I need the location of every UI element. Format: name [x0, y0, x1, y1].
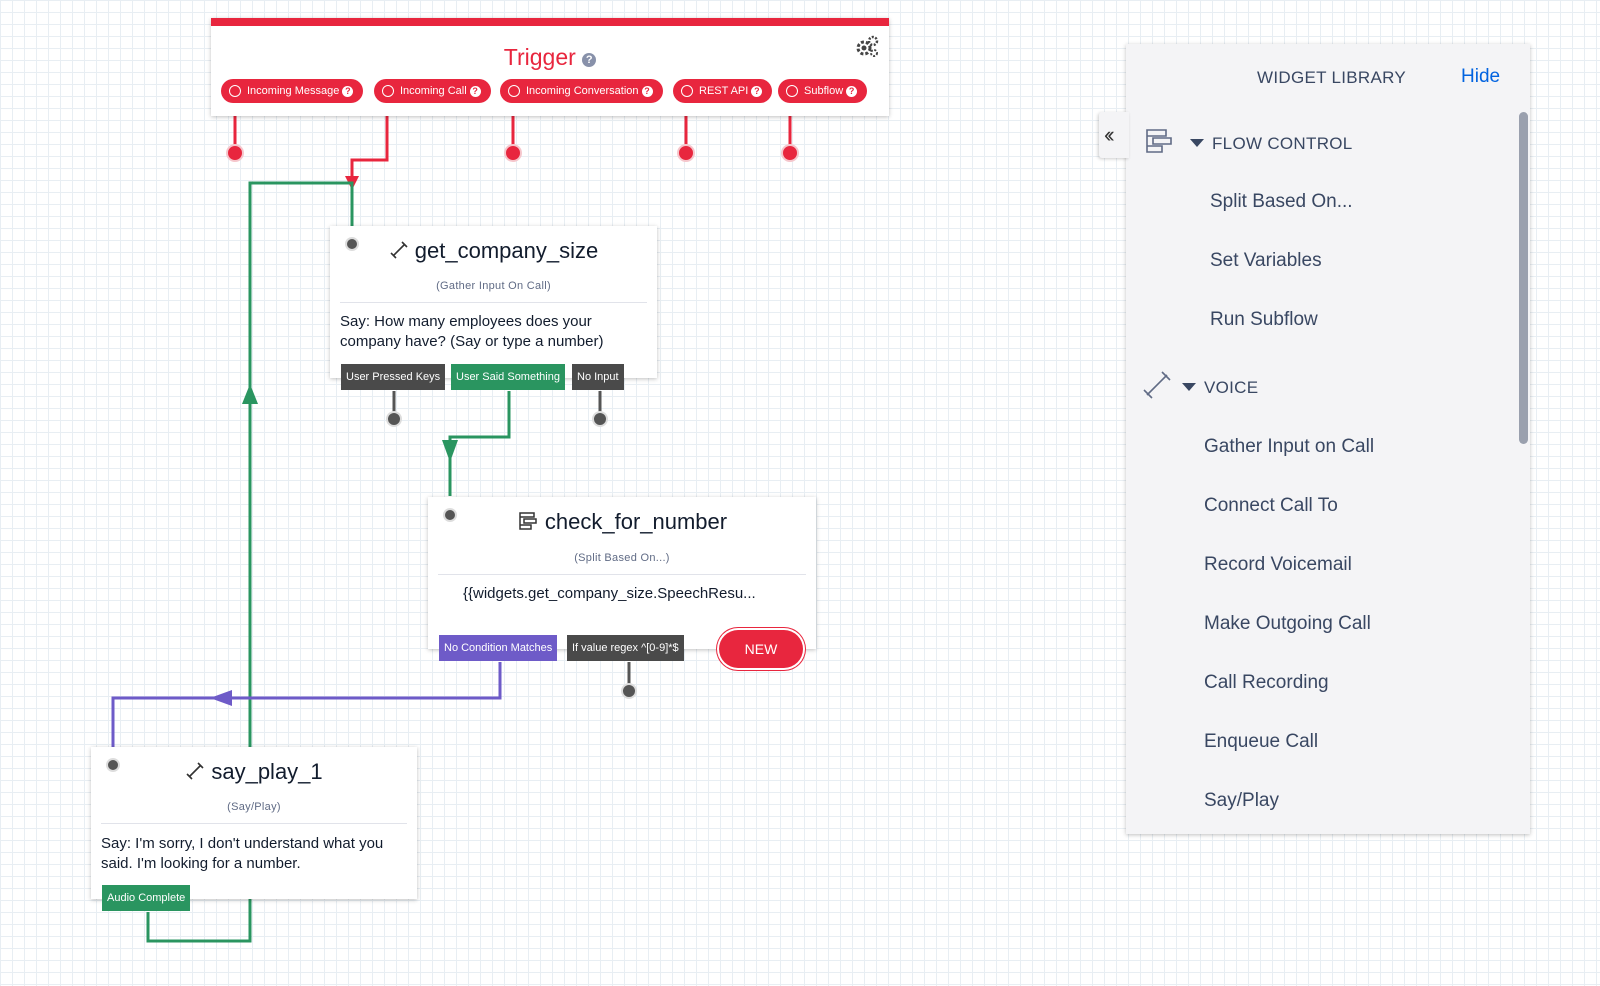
help-icon: ?	[846, 86, 858, 97]
port-no-condition-matches[interactable]: No Condition Matches	[439, 635, 558, 661]
widget-get-company-size[interactable]: get_company_size (Gather Input On Call) …	[330, 226, 657, 378]
output-regex-match[interactable]	[621, 683, 637, 699]
port-user-pressed-keys[interactable]: User Pressed Keys	[341, 364, 446, 390]
help-icon: ?	[342, 86, 354, 97]
radio-icon	[382, 85, 394, 97]
port-no-input[interactable]: No Input	[572, 364, 624, 390]
library-item-gather-input[interactable]: Gather Input on Call	[1204, 436, 1375, 457]
category-label: FLOW CONTROL	[1190, 134, 1353, 154]
radio-icon	[681, 85, 693, 97]
caret-down-icon	[1182, 383, 1196, 391]
input-connector[interactable]	[345, 237, 359, 251]
gear-icon[interactable]	[854, 34, 880, 65]
caret-down-icon	[1190, 139, 1204, 147]
widget-library-panel: WIDGET LIBRARY Hide FLOW CONTROL Split B…	[1126, 44, 1530, 834]
divider	[340, 302, 647, 303]
library-item-run-subflow[interactable]: Run Subflow	[1210, 309, 1318, 330]
collapse-library-button[interactable]: ‹‹	[1099, 112, 1129, 158]
split-icon	[519, 512, 537, 530]
widget-type: (Say/Play)	[227, 801, 281, 813]
widget-library-title: WIDGET LIBRARY	[1257, 68, 1407, 87]
widget-title: get_company_size	[330, 238, 657, 264]
wire-user-said-something	[448, 391, 511, 496]
widget-title: say_play_1	[91, 759, 417, 785]
split-icon	[1146, 129, 1172, 153]
library-item-record-voicemail[interactable]: Record Voicemail	[1204, 554, 1352, 575]
help-icon: ?	[751, 86, 763, 97]
widget-type: (Gather Input On Call)	[436, 280, 551, 292]
phone-icon	[186, 762, 204, 780]
library-item-make-outgoing-call[interactable]: Make Outgoing Call	[1204, 613, 1371, 634]
help-icon: ?	[641, 86, 653, 97]
input-connector[interactable]	[106, 758, 120, 772]
trigger-output-subflow[interactable]	[781, 144, 799, 162]
help-icon: ?	[469, 86, 481, 97]
widget-body: Say: How many employees does your compan…	[340, 313, 604, 350]
widget-body: {{widgets.get_company_size.SpeechResu...	[463, 585, 756, 602]
trigger-subflow[interactable]: Subflow?	[778, 79, 868, 103]
radio-icon	[508, 85, 520, 97]
wire-arrow-left	[210, 690, 232, 706]
phone-icon	[1143, 371, 1171, 399]
port-audio-complete[interactable]: Audio Complete	[102, 885, 191, 911]
new-condition-button[interactable]: NEW	[719, 630, 803, 668]
double-chevron-left-icon: ‹‹	[1104, 122, 1114, 147]
port-user-said-something[interactable]: User Said Something	[451, 364, 565, 390]
category-label: VOICE	[1182, 378, 1258, 398]
widget-type: (Split Based On...)	[574, 552, 670, 564]
trigger-incoming-conversation[interactable]: Incoming Conversation?	[500, 79, 663, 103]
wire-incoming-call	[350, 103, 389, 180]
widget-check-for-number[interactable]: check_for_number (Split Based On...) {{w…	[428, 497, 816, 649]
radio-icon	[229, 85, 241, 97]
trigger-output-rest-api[interactable]	[677, 144, 695, 162]
widget-say-play-1[interactable]: say_play_1 (Say/Play) Say: I'm sorry, I …	[91, 747, 417, 899]
wire-no-condition	[111, 662, 502, 750]
port-regex-match[interactable]: If value regex ^[0-9]*$	[567, 635, 684, 661]
trigger-title: Trigger ?	[211, 44, 889, 71]
library-item-say-play[interactable]: Say/Play	[1204, 790, 1279, 811]
output-no-input[interactable]	[592, 411, 608, 427]
phone-icon	[390, 241, 408, 259]
help-icon[interactable]: ?	[582, 53, 597, 67]
trigger-output-message[interactable]	[226, 144, 244, 162]
trigger-output-conversation[interactable]	[504, 144, 522, 162]
wire-arrow-check	[442, 440, 458, 462]
category-voice[interactable]: VOICE	[1142, 370, 1512, 404]
trigger-incoming-message[interactable]: Incoming Message?	[221, 79, 364, 103]
wire-audio-complete	[146, 181, 354, 943]
widget-library-header: WIDGET LIBRARY Hide	[1126, 44, 1530, 110]
input-connector[interactable]	[443, 508, 457, 522]
library-item-connect-call[interactable]: Connect Call To	[1204, 495, 1338, 516]
library-scrollbar[interactable]	[1519, 112, 1528, 444]
library-item-call-recording[interactable]: Call Recording	[1204, 672, 1329, 693]
widget-body: Say: I'm sorry, I don't understand what …	[101, 835, 384, 872]
radio-icon	[786, 85, 798, 97]
library-item-enqueue-call[interactable]: Enqueue Call	[1204, 731, 1319, 752]
library-item-set-variables[interactable]: Set Variables	[1210, 250, 1322, 271]
trigger-rest-api[interactable]: REST API?	[673, 79, 773, 103]
wire-arrow-up	[242, 384, 258, 404]
category-flow-control[interactable]: FLOW CONTROL	[1144, 126, 1514, 160]
widget-title: check_for_number	[428, 509, 816, 535]
hide-library-link[interactable]: Hide	[1461, 66, 1501, 87]
trigger-incoming-call[interactable]: Incoming Call?	[374, 79, 491, 103]
divider	[438, 574, 806, 575]
output-user-pressed-keys[interactable]	[386, 411, 402, 427]
divider	[101, 823, 407, 824]
library-item-split-based-on[interactable]: Split Based On...	[1210, 191, 1353, 212]
